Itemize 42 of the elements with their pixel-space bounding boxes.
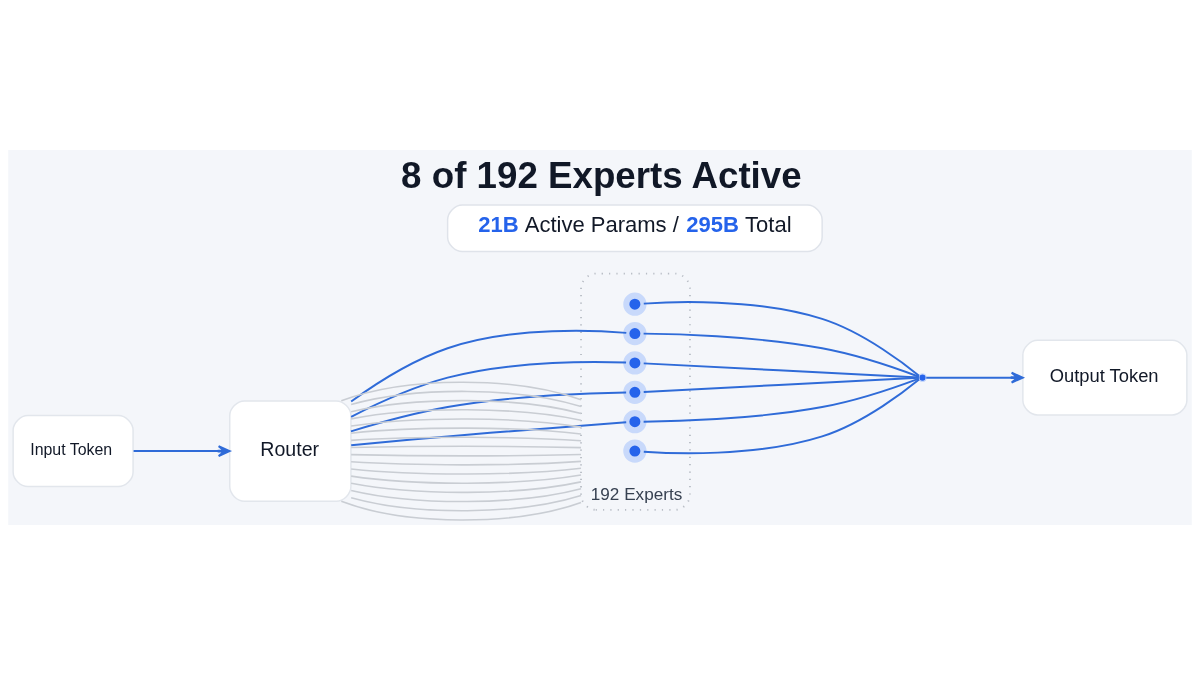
connector bbox=[350, 453, 582, 457]
node-circle bbox=[623, 321, 647, 346]
node-circle bbox=[623, 439, 647, 463]
arrow bbox=[132, 445, 231, 458]
connector bbox=[350, 474, 582, 484]
node-box: Output Token bbox=[1022, 339, 1188, 416]
connector bbox=[350, 390, 582, 408]
connector bbox=[350, 361, 628, 418]
node-circle bbox=[623, 292, 647, 316]
connector bbox=[350, 427, 582, 435]
connector bbox=[642, 301, 920, 377]
node-circle bbox=[623, 380, 647, 404]
connector bbox=[350, 487, 582, 503]
connector bbox=[350, 421, 628, 447]
connector bbox=[642, 332, 920, 378]
cluster bbox=[580, 272, 691, 511]
node-circle bbox=[623, 351, 647, 375]
node-label: 192 Experts bbox=[590, 484, 683, 505]
node-circle bbox=[918, 373, 927, 382]
connector bbox=[340, 500, 582, 521]
connector bbox=[350, 418, 582, 428]
node-box: Router bbox=[229, 400, 352, 502]
arrow bbox=[925, 371, 1024, 384]
connector bbox=[350, 460, 582, 466]
connector bbox=[350, 436, 582, 442]
diagram-title: 8 of 192 Experts Active bbox=[401, 154, 802, 196]
connector bbox=[350, 494, 582, 512]
connector bbox=[350, 445, 582, 449]
connector bbox=[350, 409, 582, 422]
connector bbox=[350, 399, 582, 415]
connector bbox=[350, 329, 628, 403]
connector bbox=[349, 391, 628, 433]
node-box: Input Token bbox=[12, 414, 134, 488]
connector bbox=[350, 481, 582, 494]
connector bbox=[340, 381, 582, 402]
connector bbox=[642, 362, 920, 379]
connector bbox=[642, 378, 920, 455]
node-circle bbox=[623, 410, 647, 434]
connector bbox=[350, 467, 582, 475]
node-box: 21B Active Params / 295B Total bbox=[446, 204, 823, 253]
connector bbox=[642, 376, 920, 393]
connector bbox=[642, 377, 920, 423]
